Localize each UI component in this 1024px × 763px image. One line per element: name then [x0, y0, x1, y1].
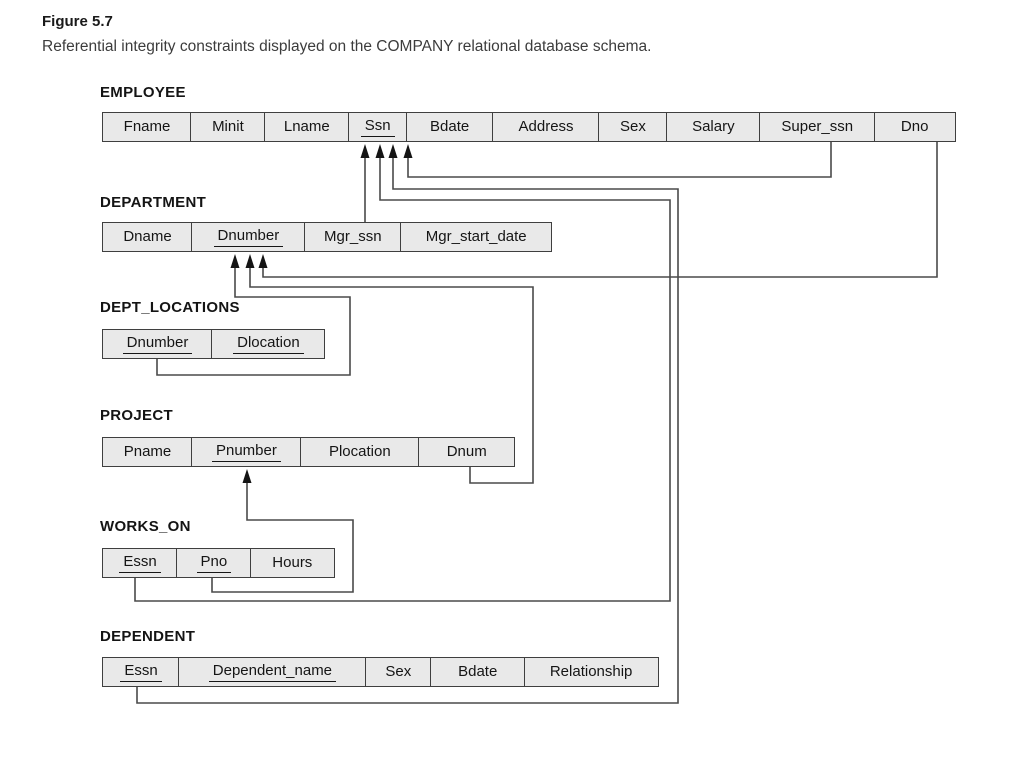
attribute-label: Salary	[692, 117, 735, 135]
key-attribute-label: Pno	[196, 554, 232, 573]
arrowhead-icon-dept-locations-dnumber-to-dnumber	[230, 254, 240, 268]
attribute-label: Sex	[620, 117, 646, 135]
attribute-label: Bdate	[458, 662, 498, 680]
attribute-cell-fname: Fname	[102, 112, 192, 142]
attribute-label: Fname	[123, 117, 171, 135]
attribute-cell-sex: Sex	[364, 657, 432, 687]
table-name-employee: EMPLOYEE	[100, 84, 186, 101]
attribute-label: Super_ssn	[781, 117, 854, 135]
attribute-cell-essn: Essn	[102, 657, 180, 687]
key-attribute-label: Dependent_name	[208, 663, 337, 682]
attribute-label: Mgr_ssn	[324, 227, 382, 245]
key-attribute-label: Dnumber	[213, 228, 284, 247]
attribute-label: Relationship	[549, 662, 633, 680]
attribute-cell-sex: Sex	[598, 112, 668, 142]
attribute-cell-minit: Minit	[190, 112, 266, 142]
attribute-cell-mgr-start-date: Mgr_start_date	[400, 222, 553, 252]
connector-dno-to-dnumber	[262, 142, 938, 278]
key-attribute-label: Dnumber	[122, 335, 193, 354]
attribute-cell-dnumber: Dnumber	[191, 222, 306, 252]
attribute-label: Dnum	[446, 442, 487, 460]
attribute-label: Plocation	[328, 442, 391, 460]
table-name-dependent: DEPENDENT	[100, 628, 196, 645]
table-name-project: PROJECT	[100, 407, 173, 424]
table-name-works-on: WORKS_ON	[100, 518, 191, 535]
arrowhead-icon-project-dnum-to-dnumber	[245, 254, 255, 268]
attribute-label: Lname	[283, 117, 330, 135]
attribute-label: Mgr_start_date	[425, 227, 527, 245]
attribute-cell-dname: Dname	[102, 222, 193, 252]
attribute-cell-hours: Hours	[249, 548, 335, 578]
figure-caption: Referential integrity constraints displa…	[42, 38, 652, 55]
attribute-label: Address	[518, 117, 574, 135]
attribute-cell-pname: Pname	[102, 437, 193, 467]
attribute-cell-pnumber: Pnumber	[191, 437, 302, 467]
attribute-cell-address: Address	[492, 112, 601, 142]
attribute-cell-mgr-ssn: Mgr_ssn	[303, 222, 402, 252]
attribute-cell-dnum: Dnum	[418, 437, 516, 467]
attribute-cell-ssn: Ssn	[348, 112, 408, 142]
attribute-label: Pname	[123, 442, 172, 460]
attribute-cell-pno: Pno	[176, 548, 252, 578]
attribute-cell-essn: Essn	[102, 548, 178, 578]
key-attribute-label: Dlocation	[233, 335, 304, 354]
key-attribute-label: Essn	[120, 663, 162, 682]
table-row-project: Pname Pnumber Plocation Dnum	[102, 437, 516, 467]
figure-number: Figure 5.7	[42, 13, 113, 30]
key-attribute-label: Essn	[119, 554, 161, 573]
arrowhead-icon-mgr-ssn-to-ssn	[360, 144, 370, 158]
arrowhead-icon-dependent-essn-to-ssn	[388, 144, 398, 158]
arrowhead-icon-pno-to-pnumber	[242, 469, 252, 483]
arrowhead-icon-super-ssn-to-ssn	[403, 144, 413, 158]
table-row-dependent: Essn Dependent_name Sex Bdate Relationship	[102, 657, 659, 687]
arrowhead-icon-works-on-essn-to-ssn	[375, 144, 385, 158]
attribute-cell-salary: Salary	[665, 112, 761, 142]
key-attribute-label: Pnumber	[211, 443, 281, 462]
connector-super-ssn-to-ssn	[407, 142, 832, 178]
attribute-label: Dno	[900, 117, 929, 135]
attribute-cell-plocation: Plocation	[299, 437, 420, 467]
attribute-cell-relationship: Relationship	[523, 657, 659, 687]
table-row-dept-locations: Dnumber Dlocation	[102, 329, 326, 359]
table-row-works-on: Essn Pno Hours	[102, 548, 335, 578]
attribute-label: Sex	[385, 662, 412, 680]
attribute-label: Bdate	[430, 117, 470, 135]
attribute-cell-lname: Lname	[263, 112, 350, 142]
attribute-label: Minit	[212, 117, 244, 135]
table-name-department: DEPARTMENT	[100, 194, 207, 211]
table-row-employee: Fname Minit Lname Ssn Bdate Address Sex Salary S…	[102, 112, 956, 142]
attribute-cell-dlocation: Dlocation	[211, 329, 326, 359]
attribute-cell-dnumber: Dnumber	[102, 329, 213, 359]
attribute-label: Hours	[272, 553, 313, 571]
attribute-label: Dname	[123, 227, 172, 245]
key-attribute-label: Ssn	[360, 118, 395, 137]
attribute-cell-bdate: Bdate	[430, 657, 526, 687]
table-row-department: Dname Dnumber Mgr_ssn Mgr_start_date	[102, 222, 553, 252]
attribute-cell-super-ssn: Super_ssn	[759, 112, 876, 142]
arrowhead-icon-dno-to-dnumber	[258, 254, 268, 268]
table-name-dept-locations: DEPT_LOCATIONS	[100, 299, 240, 316]
attribute-cell-dno: Dno	[873, 112, 956, 142]
attribute-cell-dependent-name: Dependent_name	[178, 657, 367, 687]
attribute-cell-bdate: Bdate	[405, 112, 494, 142]
